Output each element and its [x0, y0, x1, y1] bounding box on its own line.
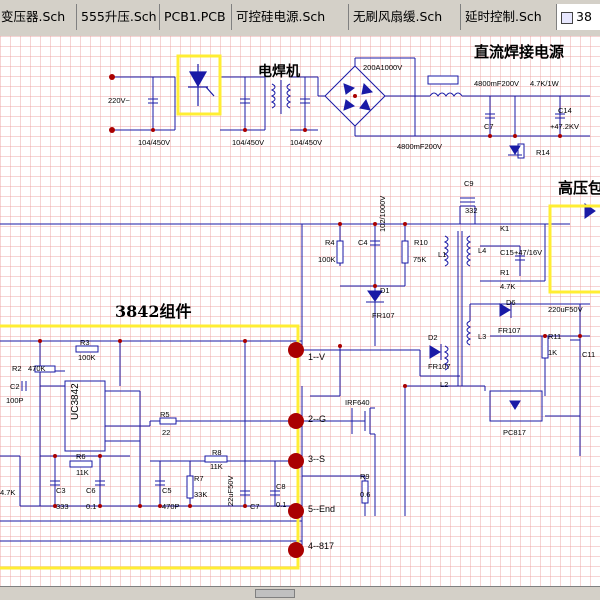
ic-uc3842-label: UC3842	[70, 383, 81, 420]
pin-label-3: 3--S	[308, 454, 326, 464]
inductor-ref: L3	[478, 332, 487, 341]
tab-brushless-fan-sch[interactable]: 无刷风扇缓.Sch	[349, 4, 461, 30]
tab-delay-control-sch[interactable]: 延时控制.Sch	[461, 4, 557, 30]
diode-ref: D6	[506, 298, 516, 307]
cap-ref: C15	[500, 248, 514, 257]
cap-ref: C4	[358, 238, 368, 247]
bridge-label: 200A1000V	[363, 63, 403, 72]
tab-label: 38	[576, 9, 592, 24]
scrollbar-thumb[interactable]	[255, 589, 295, 598]
resistor-value: 4.7K	[0, 488, 16, 497]
cap-value: 0.1	[276, 500, 287, 509]
cap-value: 0.1	[86, 502, 97, 511]
pin-label-4: 4--817	[308, 541, 335, 551]
tab-pcb1-pcb[interactable]: PCB1.PCB	[160, 4, 232, 30]
mosfet-ref: IRF640	[345, 398, 370, 407]
resistor-ref: R10	[414, 238, 428, 247]
cap-value: 333	[56, 502, 69, 511]
cap-value: 470P	[162, 502, 180, 511]
pin-label-5: 5--End	[308, 504, 336, 514]
resistor-value: 33K	[194, 490, 208, 499]
resistor-ref: R2	[12, 364, 22, 373]
schematic-drawing	[0, 54, 600, 570]
resistor-ref: R14	[536, 148, 550, 157]
optocoupler-ref: PC817	[503, 428, 526, 437]
resistor-ref: R6	[76, 452, 86, 461]
pin-label-1: 1--V	[308, 352, 326, 362]
tab-555-boost-sch[interactable]: 555升压.Sch	[77, 4, 160, 30]
high-voltage-title: 高压包	[558, 179, 600, 197]
dc-supply-title: 直流焊接电源	[474, 43, 565, 61]
resistor-value: 11K	[210, 462, 223, 471]
resistor-value: 4.7K	[500, 282, 516, 291]
cap-ref: C3	[56, 486, 66, 495]
resistor-value: 470K	[28, 364, 46, 373]
resistor-value: 11K	[76, 468, 89, 477]
resistor-value: 1K	[548, 348, 558, 357]
horizontal-scrollbar[interactable]	[0, 586, 600, 600]
resistor-label: 4.7K/1W	[530, 79, 559, 88]
cap-value: 332	[465, 206, 478, 215]
cap-ref: C8	[276, 482, 286, 491]
diode-value: FR107	[428, 362, 451, 371]
schematic-doc-icon	[561, 11, 573, 24]
resistor-value: 22	[162, 428, 171, 437]
cap-value: +47/16V	[514, 248, 543, 257]
cap-value: 220uF50V	[548, 305, 583, 314]
resistor-value: 75K	[413, 255, 427, 264]
schematic-canvas[interactable]: 3842组件 电焊机 直流焊接电源 高压包 1--V 2--G 3--S 5--…	[0, 36, 600, 586]
diode-ref: D2	[428, 333, 438, 342]
diode-ref: D1	[380, 286, 390, 295]
resistor-ref: R5	[160, 410, 170, 419]
resistor-ref: R1	[500, 268, 510, 277]
cap-ref: C7	[484, 122, 494, 131]
document-tab-bar: 变压器.Sch 555升压.Sch PCB1.PCB 可控硅电源.Sch 无刷风…	[0, 0, 600, 37]
inductor-ref: L2	[440, 380, 449, 389]
inductor-ref: L4	[478, 246, 487, 255]
resistor-value: 0.6	[360, 490, 371, 499]
welder-title: 电焊机	[258, 64, 300, 80]
cap-value: 100P	[6, 396, 24, 405]
cap-label: 104/450V	[232, 138, 265, 147]
cap-ref: C2	[10, 382, 20, 391]
switch-ref: K1	[500, 224, 510, 233]
cap-label: 4800mF200V	[397, 142, 443, 151]
inductor-ref: L1	[438, 250, 447, 259]
cap-value: +47.2KV	[550, 122, 579, 131]
cap-ref: C7	[250, 502, 260, 511]
resistor-ref: R11	[548, 332, 562, 341]
cap-ref: C9	[464, 179, 474, 188]
resistor-ref: R9	[360, 472, 370, 481]
tab-active-38[interactable]: 38	[557, 4, 600, 30]
cap-value: 22uF50V	[226, 475, 235, 506]
cap-value: 102/1000V	[378, 195, 387, 232]
resistor-ref: R3	[80, 338, 90, 347]
resistor-ref: R4	[325, 238, 335, 247]
module-title-3842: 3842组件	[115, 302, 192, 321]
diode-value: FR107	[372, 311, 395, 320]
resistor-ref: R8	[212, 448, 222, 457]
diode-value: FR107	[498, 326, 521, 335]
cap-label: 4800mF200V	[474, 79, 520, 88]
cap-ref: C6	[86, 486, 96, 495]
mains-voltage-label: 220V~	[108, 96, 130, 105]
resistor-value: 100K	[318, 255, 336, 264]
cap-ref: C14	[558, 106, 572, 115]
pin-label-2: 2--G	[308, 414, 326, 424]
cap-label: 104/450V	[290, 138, 323, 147]
tab-transformer-sch[interactable]: 变压器.Sch	[0, 4, 77, 30]
cap-ref: C5	[162, 486, 172, 495]
tab-scr-power-sch[interactable]: 可控硅电源.Sch	[232, 4, 349, 30]
cap-ref: C11	[582, 350, 596, 359]
resistor-ref: R7	[194, 474, 204, 483]
cap-label: 104/450V	[138, 138, 171, 147]
resistor-value: 100K	[78, 353, 96, 362]
